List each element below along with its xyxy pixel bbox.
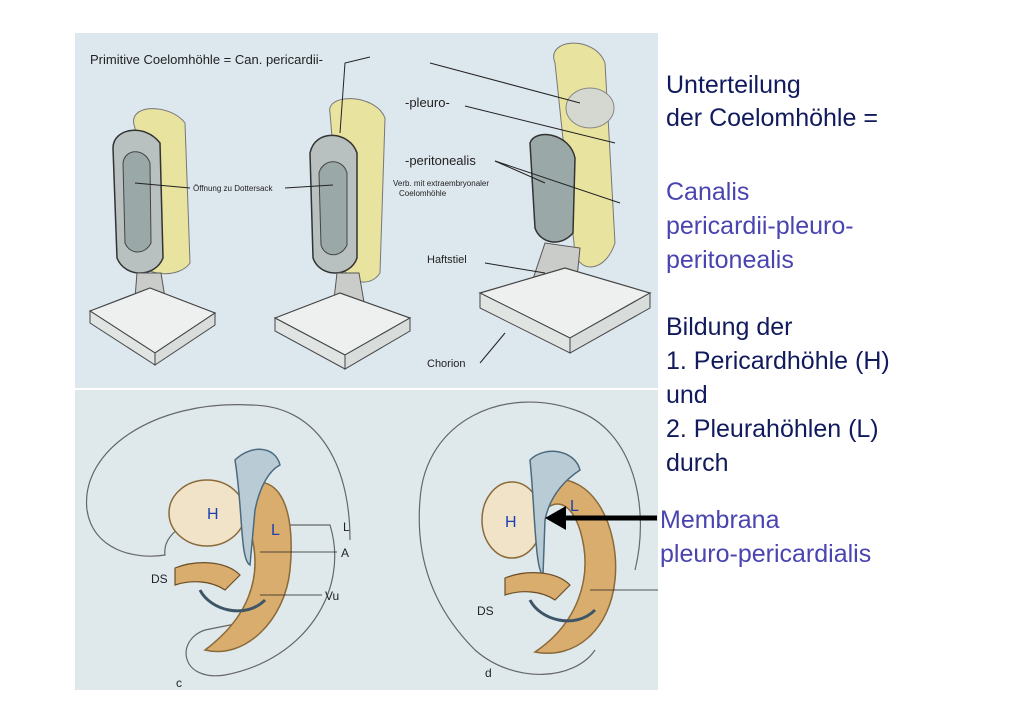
membrana-line-2: pleuro-pericardialis	[660, 540, 872, 568]
membrana-line-1: Membrana	[660, 506, 780, 534]
label-c-A: A	[341, 546, 350, 560]
canalis-line-2: pericardii-pleuro-	[666, 212, 854, 240]
stage-2-embryo	[273, 98, 412, 370]
heading-line-2: der Coelomhöhle =	[666, 104, 878, 132]
bildung-line-1: Bildung der	[666, 313, 793, 341]
label-peritonealis: -peritonealis	[405, 153, 476, 168]
label-d-heart: H	[505, 514, 517, 531]
label-d-lung: L	[570, 498, 579, 515]
label-pointer-lines	[134, 56, 621, 364]
label-verb-line2: Coelomhöhle	[399, 189, 447, 198]
stage-3-embryo	[478, 42, 652, 354]
bildung-line-5: durch	[666, 449, 729, 477]
label-pleuro: -pleuro-	[405, 95, 450, 110]
label-haftstiel: Haftstiel	[427, 254, 467, 266]
label-c-lung-outer: L	[343, 520, 350, 534]
label-c-DS: DS	[151, 572, 168, 586]
pericardial-membrane-illustration: H L L A DS Vu c H L DS d	[75, 390, 658, 690]
section-d	[418, 401, 658, 675]
panel-letter-d: d	[485, 666, 492, 680]
membrane-cross-sections-drawing	[86, 401, 658, 677]
label-c-lung: L	[271, 522, 280, 539]
embryo-coelom-illustration: Primitive Coelomhöhle = Can. pericardii-…	[75, 33, 658, 388]
canalis-line-1: Canalis	[666, 178, 750, 206]
label-chorion: Chorion	[427, 358, 466, 370]
label-c-Vu: Vu	[325, 589, 340, 603]
stage-1-embryo	[88, 108, 217, 366]
section-c	[86, 404, 351, 677]
label-verb-line1: Verb. mit extraembryonaler	[393, 179, 490, 188]
label-c-heart: H	[207, 506, 219, 523]
bildung-line-2: 1. Pericardhöhle (H)	[666, 347, 890, 375]
coelom-title: Primitive Coelomhöhle = Can. pericardii-	[90, 52, 324, 67]
canalis-line-3: peritonealis	[666, 246, 794, 274]
label-oeffnung-dottersack: Öffnung zu Dottersack	[193, 184, 273, 193]
label-d-DS: DS	[477, 604, 494, 618]
coelom-stages-drawing	[88, 42, 652, 370]
heading-line-1: Unterteilung	[666, 71, 801, 99]
bildung-line-3: und	[666, 381, 708, 409]
bildung-line-4: 2. Pleurahöhlen (L)	[666, 415, 879, 443]
panel-letter-c: c	[176, 676, 182, 690]
